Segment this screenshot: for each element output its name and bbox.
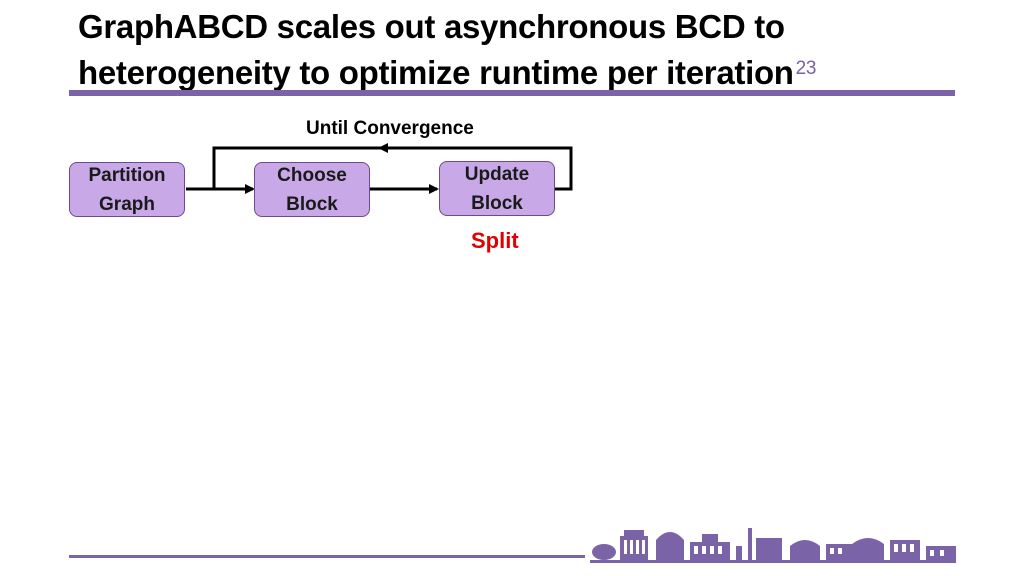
box-label-line1: Partition <box>88 164 166 186</box>
partition-graph-box: Partition Graph <box>69 162 185 217</box>
title-underline <box>69 90 955 96</box>
box-label-line2: Block <box>471 192 523 214</box>
campus-skyline-logo <box>590 528 956 563</box>
slide-title: GraphABCD scales out asynchronous BCD to… <box>78 6 978 94</box>
loop-label: Until Convergence <box>306 118 474 139</box>
box-label-line2: Graph <box>99 193 155 215</box>
split-annotation: Split <box>471 228 519 253</box>
box-label-line1: Choose <box>277 164 347 186</box>
loop-back-path <box>212 146 573 191</box>
box-label-line1: Update <box>464 163 530 185</box>
footer-rule <box>69 555 585 558</box>
choose-block-box: Choose Block <box>254 162 370 217</box>
update-block-box: Update Block <box>439 161 555 216</box>
page-number: 23 <box>795 58 817 79</box>
slide-title-text: GraphABCD scales out asynchronous BCD to… <box>78 8 794 91</box>
box-label-line2: Block <box>286 193 338 215</box>
